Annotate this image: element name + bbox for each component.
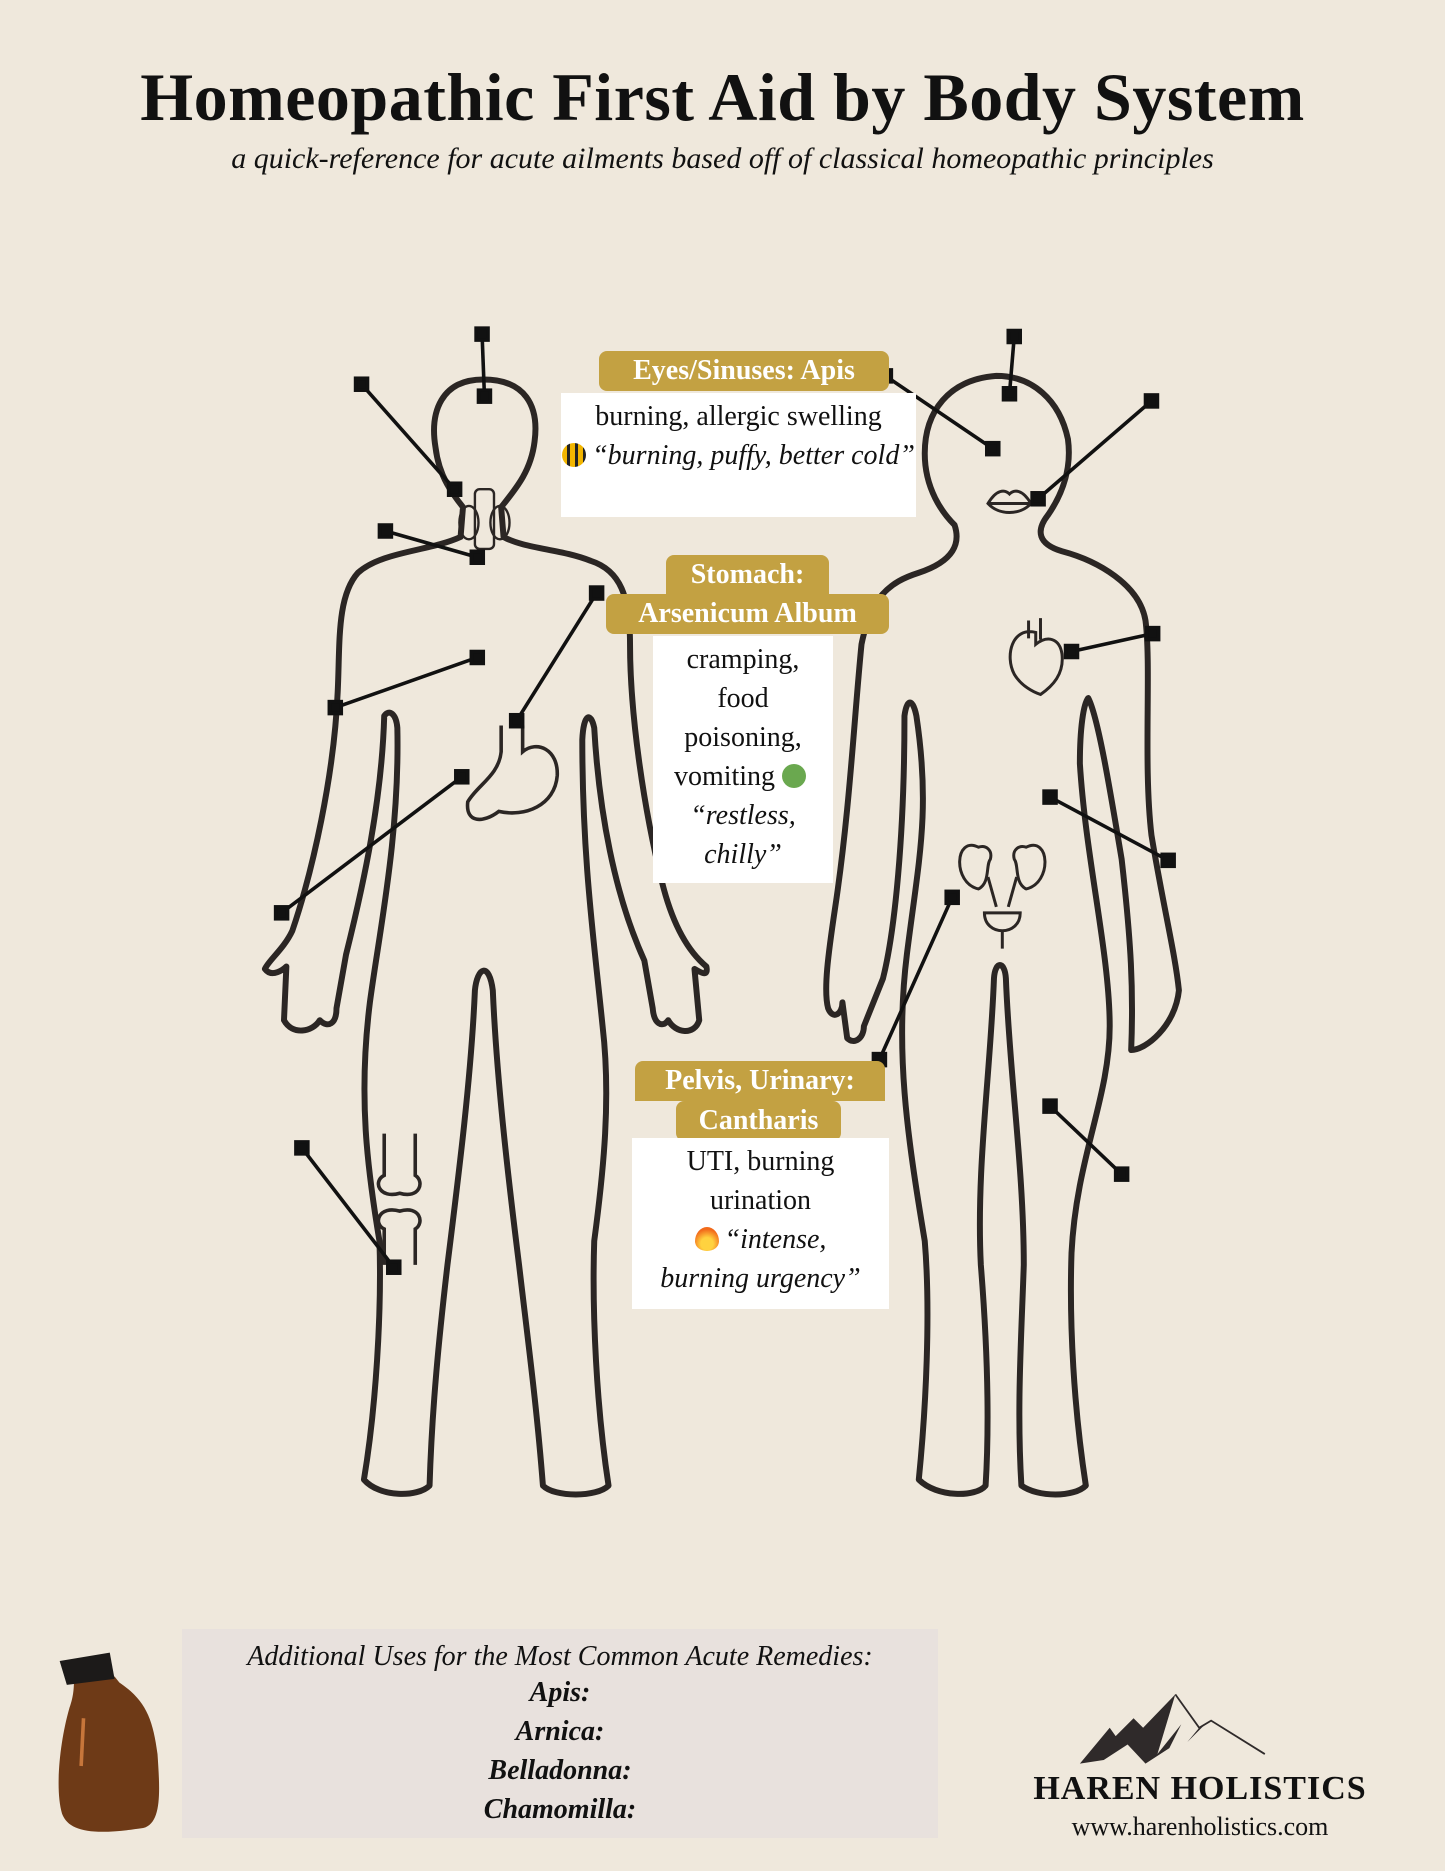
- remedy-apis: Apis:: [529, 1677, 591, 1708]
- additional-uses-heading: Additional Uses for the Most Common Acut…: [247, 1641, 873, 1672]
- pointer-line: [273, 769, 470, 921]
- pointer-line: [1063, 625, 1161, 660]
- pointer-line: [1042, 1098, 1130, 1182]
- pointer-line: [474, 326, 493, 404]
- pointer-line: [871, 889, 960, 1068]
- remedy-bottle-image: [58, 1652, 160, 1832]
- thyroid-icon: [458, 488, 511, 551]
- page-title: Homeopathic First Aid by Body System: [140, 59, 1305, 135]
- additional-uses-panel: Additional Uses for the Most Common Acut…: [182, 1629, 938, 1838]
- page-subtitle: a quick-reference for acute ailments bas…: [231, 142, 1214, 175]
- brand-name: HAREN HOLISTICS: [1033, 1770, 1367, 1807]
- knee-joint-icon: [376, 1133, 422, 1265]
- pelvis-keynote: “intense,: [724, 1224, 827, 1255]
- eyes-remedy-label: Eyes/Sinuses: Apis: [599, 351, 889, 391]
- fire-icon: [694, 1227, 719, 1251]
- stomach-symptom: food: [717, 683, 769, 714]
- eyes-symptoms: burning, allergic swelling: [595, 401, 882, 432]
- pointer-line: [327, 649, 486, 716]
- eyes-keynote: “burning, puffy, better cold”: [592, 440, 915, 471]
- stomach-symptom: cramping,: [686, 644, 800, 675]
- pointer-line: [353, 376, 463, 497]
- stomach-symptom: poisoning,: [684, 722, 802, 753]
- eyes-callout-card: burning, allergic swelling “burning, puf…: [561, 393, 916, 517]
- pointer-line: [1030, 393, 1160, 507]
- stomach-callout-card: cramping, food poisoning, vomiting “rest…: [653, 636, 833, 883]
- remedy-arnica: Arnica:: [515, 1716, 605, 1747]
- stomach-label: Stomach:: [666, 555, 829, 595]
- bee-icon: [562, 443, 587, 467]
- kidneys-bladder-icon: [958, 843, 1047, 949]
- side-body-outline: [823, 372, 1182, 1498]
- heart-icon: [1008, 618, 1064, 697]
- pelvis-symptom: UTI, burning: [686, 1146, 835, 1177]
- pelvis-keynote: burning urgency”: [660, 1263, 861, 1294]
- pointer-line: [294, 1140, 402, 1275]
- remedy-chamomilla: Chamomilla:: [483, 1794, 637, 1825]
- lips-icon: [986, 489, 1033, 514]
- stomach-symptom: vomiting: [673, 761, 776, 792]
- stomach-remedy-label: Arsenicum Album: [606, 594, 889, 634]
- pelvis-symptom: urination: [709, 1185, 812, 1216]
- pelvis-callout-card: UTI, burning urination “intense, burning…: [632, 1138, 889, 1309]
- pointer-line: [508, 585, 605, 729]
- stomach-keynote: chilly”: [704, 839, 782, 870]
- stomach-icon: [465, 725, 560, 822]
- pelvis-label: Pelvis, Urinary:: [635, 1061, 885, 1101]
- mountain-logo: [1079, 1693, 1266, 1764]
- pointer-line: [1042, 789, 1176, 869]
- pelvis-remedy-label: Cantharis: [676, 1101, 841, 1141]
- front-body-outline: [261, 376, 710, 1498]
- pointer-line: [377, 523, 486, 566]
- pointer-line: [1001, 328, 1023, 402]
- remedy-belladonna: Belladonna:: [488, 1755, 632, 1786]
- nauseated-face-icon: [782, 764, 807, 788]
- stomach-keynote: “restless,: [690, 800, 796, 831]
- brand-url[interactable]: www.harenholistics.com: [1071, 1812, 1329, 1841]
